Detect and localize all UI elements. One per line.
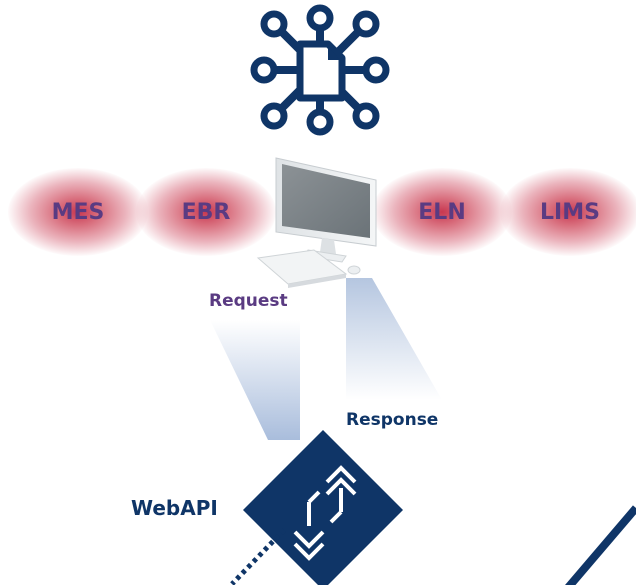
system-eln: ELN — [372, 168, 512, 256]
system-ebr: EBR — [136, 168, 276, 256]
chevron-arrows-icon — [293, 465, 357, 561]
document-network-icon — [250, 2, 390, 138]
webapi-diamond — [243, 430, 403, 585]
system-label-mes: MES — [51, 199, 105, 225]
system-label-ebr: EBR — [181, 199, 231, 225]
system-lims: LIMS — [500, 168, 636, 256]
system-mes: MES — [8, 168, 148, 256]
dotted-connector — [228, 528, 288, 585]
system-label-eln: ELN — [418, 199, 466, 225]
computer-workstation-icon — [250, 150, 390, 295]
response-beam — [346, 278, 444, 400]
system-label-lims: LIMS — [540, 199, 600, 225]
diagonal-connector — [560, 500, 636, 585]
request-label: Request — [209, 291, 288, 311]
request-beam — [210, 320, 302, 440]
response-label: Response — [346, 410, 439, 430]
webapi-label: WebAPI — [131, 496, 218, 520]
